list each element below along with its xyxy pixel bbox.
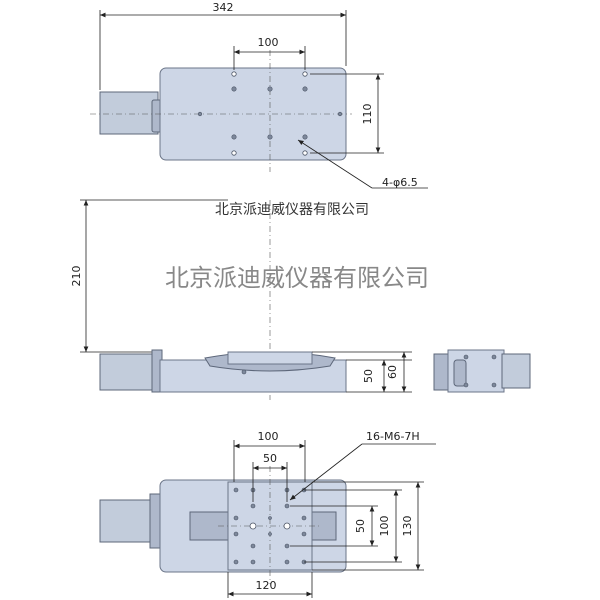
dim-bottom-h130: 130 [401, 516, 414, 537]
bottom-view: 100 50 16-M6-7H 50 100 130 120 [99, 430, 436, 598]
dim-bottom-w120: 120 [256, 579, 277, 592]
dim-bottom-w50: 50 [263, 452, 277, 465]
front-view: 210 50 60 [70, 199, 412, 400]
dim-top-height: 110 [361, 104, 374, 125]
bottom-threaded-holes [233, 487, 307, 565]
hole-callout: 4-φ6.5 [382, 176, 418, 189]
dim-front-h2: 60 [386, 365, 399, 379]
dim-front-h1: 50 [362, 369, 375, 383]
dim-top-width: 342 [213, 1, 234, 14]
front-motor-housing [99, 353, 159, 391]
watermark-large: 北京派迪威仪器有限公司 [165, 264, 429, 292]
dim-bottom-w100: 100 [258, 430, 279, 443]
top-mounting-holes [197, 71, 343, 156]
watermark-small: 北京派迪威仪器有限公司 [215, 202, 369, 218]
bottom-motor-housing [99, 499, 159, 543]
dim-bottom-h100: 100 [378, 516, 391, 537]
side-view [433, 349, 531, 393]
top-view: 342 100 110 4-φ6.5 [90, 1, 428, 189]
dim-top-hole-spacing: 100 [258, 36, 279, 49]
top-motor-housing [99, 91, 159, 135]
top-stage-body [159, 67, 347, 161]
dim-front-height: 210 [70, 266, 83, 287]
dim-bottom-h50: 50 [354, 519, 367, 533]
thread-callout: 16-M6-7H [366, 430, 420, 443]
